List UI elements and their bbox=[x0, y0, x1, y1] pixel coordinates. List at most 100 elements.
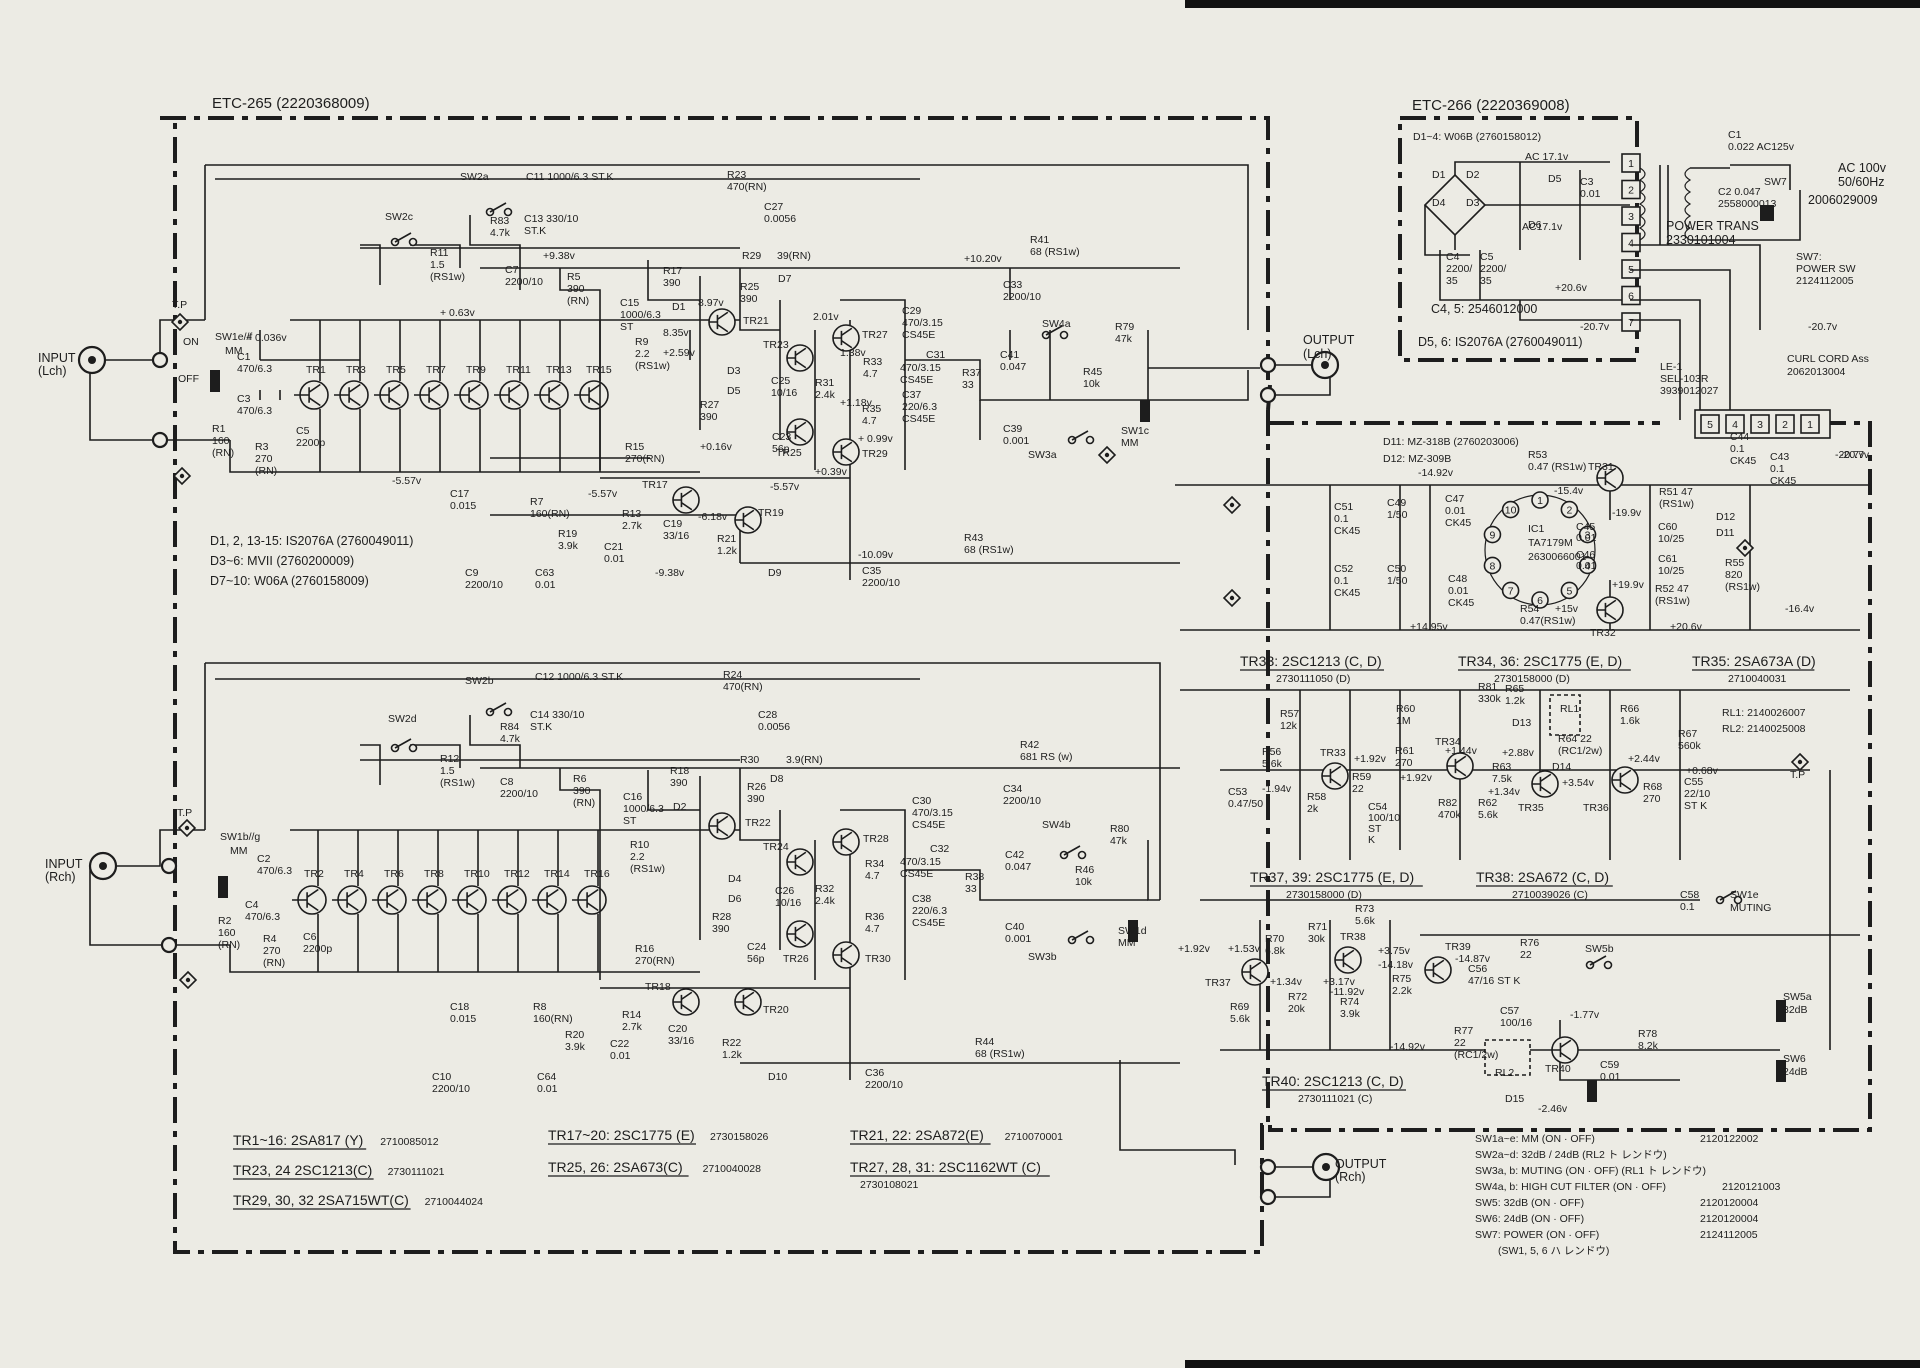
test-point[interactable] bbox=[1222, 495, 1242, 515]
transistor-tr33 bbox=[1321, 762, 1349, 790]
label-rch-sw4b: SW4b bbox=[1042, 819, 1071, 831]
switch-sw1-input-r[interactable] bbox=[218, 876, 228, 898]
switch-contact-sw3b[interactable] bbox=[1067, 930, 1095, 945]
switch-contact-sw4a[interactable] bbox=[1041, 325, 1069, 340]
label-lch-c5-line: C5 bbox=[296, 425, 310, 437]
transistor-tr23 bbox=[786, 344, 814, 372]
ic-pin: 10 bbox=[1501, 500, 1520, 519]
transistor-tr29 bbox=[832, 438, 860, 466]
parts-entry: TR21, 22: 2SA872(E)2710070001 bbox=[850, 1127, 1063, 1145]
test-point[interactable] bbox=[1097, 445, 1117, 465]
switch-list-entry: SW3a, b: MUTING (ON · OFF) (RL1 ト レンドウ) bbox=[1475, 1165, 1706, 1177]
label-lch-c15-line: 1000/6.3 bbox=[620, 309, 661, 321]
test-point[interactable] bbox=[177, 818, 197, 838]
trans-terminal: 1 bbox=[1621, 153, 1641, 173]
input-jack-rch[interactable] bbox=[88, 851, 118, 881]
label-lch-r15-line: R15 bbox=[625, 441, 644, 453]
label-psu_values-m207: -20.7v bbox=[1580, 321, 1610, 333]
label-mute-r58-line: R58 bbox=[1307, 791, 1326, 803]
label-rch-r2-line: R2 bbox=[218, 915, 232, 927]
label-rch-r4-line: 270 bbox=[263, 945, 281, 957]
switch-contact-sw3a[interactable] bbox=[1067, 430, 1095, 445]
transistor-tr22 bbox=[708, 812, 736, 840]
label-mute-r75-line: R75 bbox=[1392, 973, 1411, 985]
power-trans-label-line: POWER TRANS bbox=[1666, 219, 1759, 233]
label-mute-v5: +2.88v bbox=[1502, 747, 1535, 759]
transistor-tr20 bbox=[734, 988, 762, 1016]
switch-sw5a[interactable] bbox=[1776, 1000, 1786, 1022]
label-rch-r8-line: R8 bbox=[533, 1001, 547, 1013]
switch-sw6[interactable] bbox=[1776, 1060, 1786, 1082]
label-lch-r27-line: 390 bbox=[700, 411, 718, 423]
label-rch-c12: C12 1000/6.3 ST.K bbox=[535, 671, 623, 683]
label-lch-r7-line: R7 bbox=[530, 496, 544, 508]
label-lch-v835: 8.35v bbox=[663, 327, 689, 339]
test-point[interactable] bbox=[178, 970, 198, 990]
label-rch-c22-line: 0.01 bbox=[610, 1050, 631, 1062]
output-jack-lch[interactable] bbox=[1268, 350, 1340, 396]
label-mute-r81-line: R81 bbox=[1478, 681, 1497, 693]
test-point[interactable] bbox=[172, 466, 192, 486]
switch-rl2-switch[interactable] bbox=[1587, 1080, 1597, 1102]
sw7-label-line: POWER SW bbox=[1796, 263, 1856, 275]
label-psu_values-ac171a: AC 17.1v bbox=[1525, 151, 1569, 163]
label-lch-c11: C11 1000/6.3 ST.K bbox=[526, 171, 613, 183]
label-psu_values-c4-line: 35 bbox=[1446, 275, 1458, 287]
parts-code: 2710044024 bbox=[425, 1196, 484, 1208]
label-regulator-c49-line: 1/50 bbox=[1387, 509, 1408, 521]
parts-code: 2710040031 bbox=[1728, 673, 1787, 685]
switch-contact-sw5b[interactable] bbox=[1585, 955, 1613, 970]
switch-sw1-input-l[interactable] bbox=[210, 370, 220, 392]
switch-sw1d[interactable] bbox=[1128, 920, 1138, 942]
switch-contact-sw2a[interactable] bbox=[485, 202, 513, 217]
label-lch-v039: +0.39v bbox=[815, 466, 848, 478]
switch-contact-sw2c[interactable] bbox=[390, 232, 418, 247]
label-rch-c26-line: C26 bbox=[775, 885, 794, 897]
label-lch-c23-line: C23 bbox=[772, 431, 791, 443]
transistor-label-tr14: TR14 bbox=[544, 868, 570, 880]
label-lch-r3-line: R3 bbox=[255, 441, 269, 453]
transistor-tr34 bbox=[1446, 752, 1474, 780]
parts-name: TR1~16: 2SA817 (Y) bbox=[233, 1132, 363, 1148]
label-lch-sw3a: SW3a bbox=[1028, 449, 1057, 461]
parts-code: 2730111050 (D) bbox=[1276, 673, 1350, 685]
test-point[interactable] bbox=[1790, 752, 1810, 772]
label-mute-v1: -1.94v bbox=[1262, 783, 1292, 795]
switch-sw1c[interactable] bbox=[1140, 400, 1150, 422]
label-regulator-c48-line: C48 bbox=[1448, 573, 1467, 585]
label-mute-r74-line: R74 bbox=[1340, 996, 1359, 1008]
label-regulator-tr31: TR31 bbox=[1588, 461, 1614, 473]
switch-contact-sw4b[interactable] bbox=[1059, 845, 1087, 860]
label-psu_values-c3-line: 0.01 bbox=[1580, 188, 1601, 200]
input-jack-lch[interactable] bbox=[77, 345, 107, 375]
label-mute-r61-line: R61 bbox=[1395, 745, 1414, 757]
label-regulator-v5: +15v bbox=[1555, 603, 1579, 615]
transistor-tr1 bbox=[299, 380, 329, 410]
switch-contact-sw2d[interactable] bbox=[390, 738, 418, 753]
label-lch-c39-line: C39 bbox=[1003, 423, 1022, 435]
switch-contact-sw1e[interactable] bbox=[1715, 890, 1743, 905]
label-regulator-c47-line: C47 bbox=[1445, 493, 1464, 505]
label-psu_values-c3: C30.01 bbox=[1580, 176, 1601, 200]
trans-terminal: 6 bbox=[1621, 285, 1641, 306]
output-jack-rch[interactable] bbox=[1268, 1152, 1341, 1198]
label-regulator-v7: +20.6v bbox=[1670, 621, 1703, 633]
switch-contact-sw2b[interactable] bbox=[485, 702, 513, 717]
label-rch-c16-line: ST bbox=[623, 815, 637, 827]
label-lch-d1: D1 bbox=[672, 301, 686, 313]
switch-list-name: SW2a~d: 32dB / 24dB (RL2 ト レンドウ) bbox=[1475, 1149, 1667, 1161]
parts-entry: TR27, 28, 31: 2SC1162WT (C)2730108021 bbox=[850, 1159, 1050, 1191]
test-point[interactable] bbox=[170, 312, 190, 332]
test-point[interactable] bbox=[1222, 588, 1242, 608]
parts-code: 2730111021 (C) bbox=[1298, 1093, 1372, 1105]
test-point[interactable] bbox=[1735, 538, 1755, 558]
